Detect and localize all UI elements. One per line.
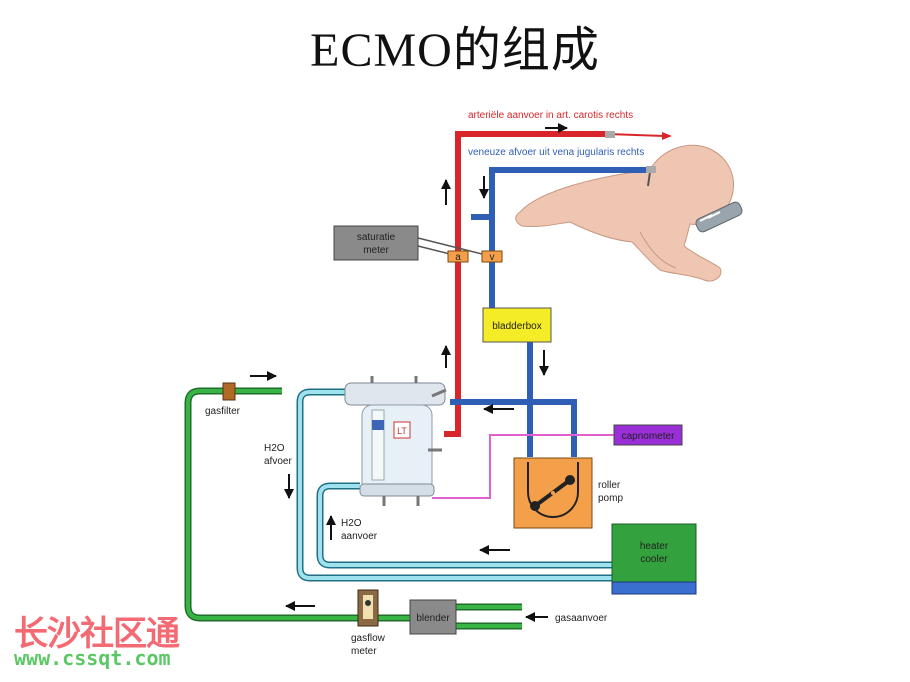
saturatie-label-2: meter	[363, 245, 389, 256]
gasfilter: gasfilter	[205, 382, 241, 417]
oxygenator: LT	[344, 376, 447, 506]
svg-text:LT: LT	[397, 426, 407, 436]
gasaanvoer-label: gasaanvoer	[555, 613, 608, 624]
page-title: ECMO的组成	[310, 24, 600, 77]
saturatie-label-1: saturatie	[357, 232, 396, 243]
gasflow-label-1: gasflow	[351, 633, 386, 644]
arterial-line	[444, 131, 666, 437]
roller-pump: roller pomp	[513, 457, 623, 529]
h2o-afvoer-label-1: H2O	[264, 443, 285, 454]
gasflow-meter: gasflow meter	[351, 589, 386, 657]
capnometer: capnometer	[613, 424, 683, 446]
watermark-url: www.cssqt.com	[14, 646, 171, 670]
flow-arrows	[250, 123, 568, 622]
heater-cooler: heater cooler	[611, 523, 697, 595]
venous-connector	[646, 166, 656, 173]
capnometer-line	[432, 434, 614, 499]
h2o-afvoer-label-2: afvoer	[264, 456, 292, 467]
blender: blender	[409, 599, 457, 635]
watermark-site-name: 长沙社区通	[14, 614, 180, 654]
svg-text:heater: heater	[640, 541, 669, 552]
svg-text:gasfilter: gasfilter	[205, 406, 241, 417]
arterial-cannula	[662, 132, 672, 140]
arterial-connector	[605, 131, 615, 138]
svg-text:v: v	[490, 252, 495, 263]
svg-text:a: a	[455, 252, 461, 263]
sensor-port-a: a	[447, 250, 469, 263]
arterial-label: arteriële aanvoer in art. carotis rechts	[468, 110, 633, 121]
venous-cannula	[647, 171, 651, 187]
h2o-aanvoer-label-1: H2O	[341, 518, 362, 529]
svg-text:bladderbox: bladderbox	[492, 321, 541, 332]
venous-label: veneuze afvoer uit vena jugularis rechts	[468, 147, 644, 158]
infant-illustration	[515, 144, 743, 282]
roller-pomp-label-2: pomp	[598, 493, 623, 504]
svg-text:capnometer: capnometer	[622, 431, 675, 442]
roller-pomp-label-1: roller	[598, 480, 621, 491]
sensor-port-v: v	[481, 250, 503, 263]
saturatie-meter: saturatie meter	[333, 225, 491, 261]
svg-text:cooler: cooler	[640, 554, 668, 565]
svg-text:blender: blender	[416, 613, 450, 624]
gasflow-label-2: meter	[351, 646, 377, 657]
bladderbox: bladderbox	[482, 305, 552, 343]
h2o-aanvoer-label-2: aanvoer	[341, 531, 378, 542]
gas-line	[184, 387, 522, 630]
